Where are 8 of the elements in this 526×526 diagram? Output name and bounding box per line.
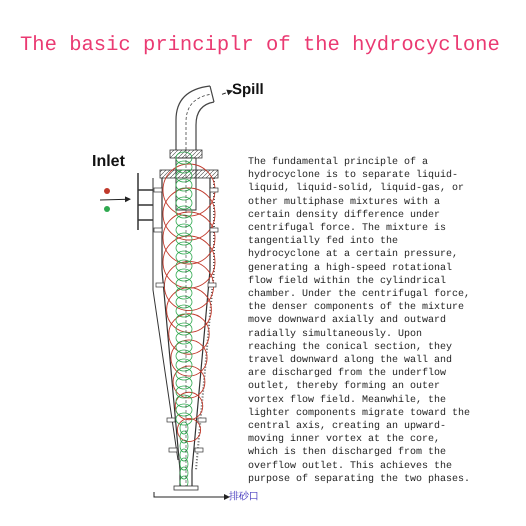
arrow — [222, 90, 233, 96]
arrow — [100, 196, 131, 202]
arrow — [154, 492, 230, 500]
description-paragraph: The fundamental principle of a hydrocyclone is to separate liquid-liquid, liquid-solid, liquid-gas, or other multiphase mixtures with a certain density difference under centrifugal force. The mixture is tangentially fed into the hydrocyclone at a certain pressure, generating a high-speed rotational flow field within the cylindrical chamber. Under the centrifugal force, the denser components of the mixture move downward axially and outward radially simultaneously. Upon reaching the conical section, they travel downward along the wall and are discharged from the underflow outlet, thereby forming an outer vortex flow field. Meanwhile, the lighter components migrate toward the central axis, creating an upward-moving inner vortex at the core, which is then discharged from the overflow outlet. This achieves the purpose of separating the two phases. — [248, 156, 472, 486]
title: The basic principlr of the hydrocyclone — [20, 34, 500, 57]
inlet-label: Inlet — [92, 154, 125, 170]
outlet-label: Spill — [232, 82, 264, 97]
outlet-label: 排砂口 — [229, 492, 259, 502]
